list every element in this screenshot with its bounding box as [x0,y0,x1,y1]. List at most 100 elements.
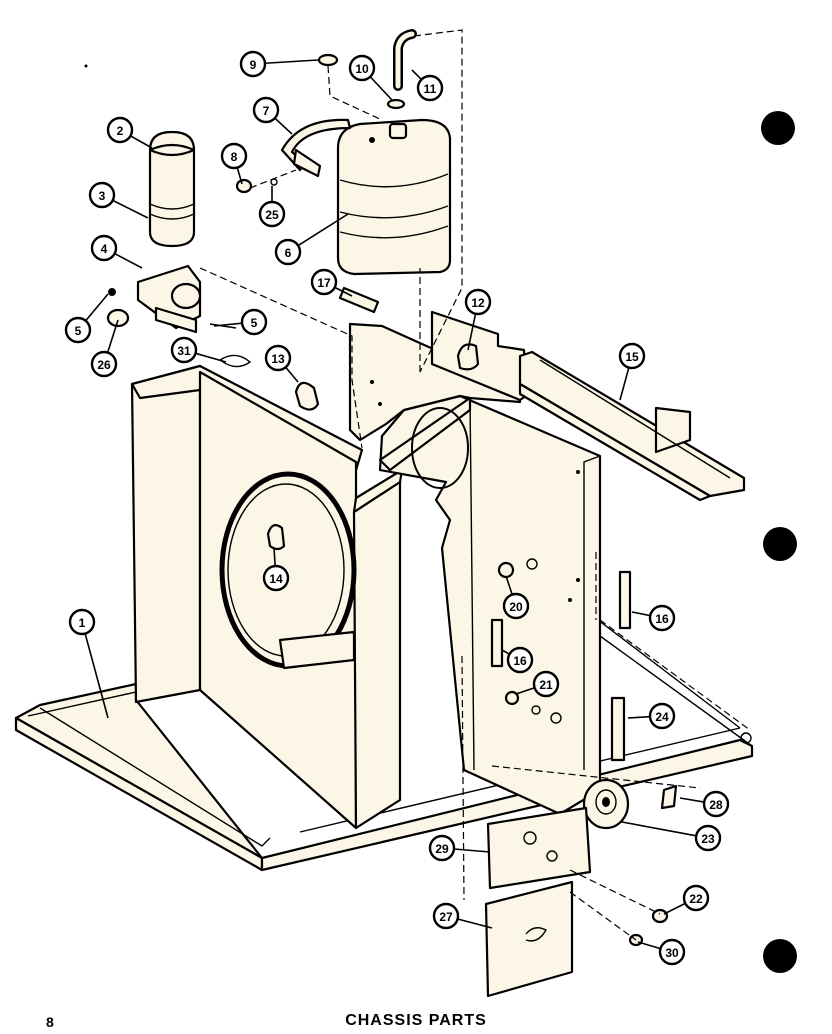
callout-label: 31 [177,344,191,358]
callout-label: 14 [269,572,283,586]
callout-label: 2 [117,124,124,138]
callout-20: 20 [502,575,530,620]
callout-circle [464,288,492,316]
callout-leader [264,59,319,65]
callout-leader [273,547,277,567]
callout-label: 16 [655,612,669,626]
callout-2: 2 [106,116,153,149]
pulley [582,778,678,947]
callout-circle [648,702,676,730]
callout-21: 21 [515,670,560,698]
callout-leader [627,715,651,719]
callout-leader [663,902,686,915]
callout-leader [631,611,651,617]
callout-circle [240,308,268,336]
callout-leader [505,575,513,595]
callout-5: 5 [213,308,268,336]
callout-label: 20 [509,600,523,614]
callout-circle [90,234,118,262]
callout-12: 12 [464,288,492,351]
callout-13: 13 [264,344,299,383]
callout-label: 10 [355,62,369,76]
callout-7: 7 [252,96,293,135]
callout-circle [682,884,710,912]
callout-label: 5 [75,324,82,338]
callout-15: 15 [618,342,646,401]
callout-27: 27 [432,902,493,930]
callout-label: 8 [231,150,238,164]
binder-marks [84,64,797,973]
callout-circle [274,238,302,266]
callout-26: 26 [90,319,119,378]
callout-label: 28 [709,798,723,812]
callout-label: 7 [263,104,270,118]
callout-4: 4 [90,234,143,269]
mounting-plate [348,310,528,442]
callout-16: 16 [501,646,534,674]
callout-circle [258,200,286,228]
callout-leader [679,797,705,803]
callout-10: 10 [348,54,393,101]
callout-label: 25 [265,208,279,222]
callout-label: 3 [99,189,106,203]
callout-leader [112,199,149,219]
water-reservoir [336,118,452,276]
callout-8: 8 [220,142,248,185]
callout-23: 23 [621,821,722,852]
callout-leader [85,293,109,322]
callout-30: 30 [637,938,686,966]
callout-25: 25 [258,186,286,228]
callout-leader [457,918,493,929]
callout-circle [264,344,292,372]
callout-leader [213,322,243,327]
bracket-assembly [106,264,237,334]
callout-circle [106,116,134,144]
cover-plates [484,806,592,998]
callout-circle [694,824,722,852]
callout-label: 21 [539,678,553,692]
callout-leader [467,313,477,351]
callout-label: 5 [251,316,258,330]
callout-leader [84,633,109,719]
callout-circle [432,902,460,930]
callout-label: 15 [625,350,639,364]
fill-tube [317,29,417,110]
callout-6: 6 [274,213,349,266]
callout-leader [285,366,299,383]
callout-label: 23 [701,832,715,846]
callout-leader [130,135,153,149]
callout-circle [310,268,338,296]
callout-leader [274,117,293,135]
callout-leader [619,367,630,401]
callout-24: 24 [627,702,676,730]
callout-22: 22 [663,884,710,915]
retaining-strap [280,118,352,178]
small-parts [218,178,632,762]
callout-circle [648,604,676,632]
callout-circle [252,96,280,124]
callout-leader [334,286,353,297]
callout-circle [88,181,116,209]
callout-16: 16 [631,604,676,632]
callout-leader [515,687,535,695]
callout-circle [702,790,730,818]
callout-5: 5 [64,293,109,344]
bulkhead-center [378,394,602,816]
callout-label: 17 [317,276,331,290]
callout-leader [114,252,143,269]
callout-label: 11 [424,82,437,96]
callout-leader [453,848,491,853]
base-pan [14,619,754,872]
callout-circle [64,316,92,344]
callout-circle [618,342,646,370]
callout-28: 28 [679,790,730,818]
callout-circle [262,564,290,592]
callout-circle [170,336,198,364]
callout-label: 30 [665,946,679,960]
callout-circle [90,350,118,378]
callout-31: 31 [170,336,227,364]
callout-circle [532,670,560,698]
callout-label: 22 [689,892,703,906]
callout-label: 12 [471,296,485,310]
